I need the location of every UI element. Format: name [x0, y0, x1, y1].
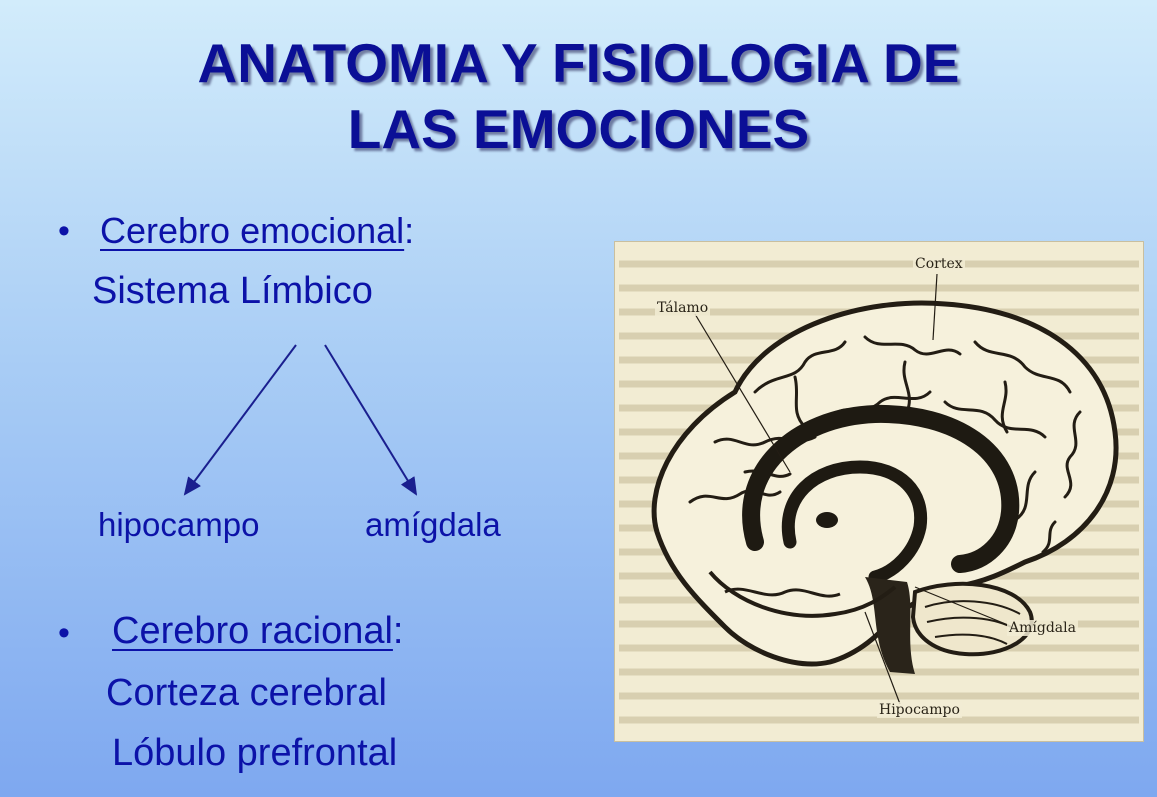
- label-leader-lines: [694, 273, 1014, 705]
- item-lobulo-prefrontal: Lóbulo prefrontal: [112, 732, 398, 774]
- label-hipocampo: Hipocampo: [877, 702, 962, 718]
- emotional-brain-link[interactable]: Cerebro emocional: [100, 210, 405, 251]
- limbic-ring: [742, 404, 1020, 573]
- rational-brain-link[interactable]: Cerebro racional: [112, 610, 393, 652]
- brain-drawing: [619, 260, 1139, 724]
- bullet-1: •: [58, 212, 70, 250]
- rational-brain-heading: Cerebro racional:: [112, 610, 404, 652]
- slide-title: ANATOMIA Y FISIOLOGIA DE LAS EMOCIONES: [0, 30, 1157, 162]
- item-corteza-cerebral: Corteza cerebral: [106, 672, 387, 714]
- brain-illustration: Cortex Tálamo Amígdala Hipocampo: [614, 241, 1144, 742]
- label-talamo: Tálamo: [655, 300, 711, 316]
- emotional-brain-heading: Cerebro emocional:: [100, 210, 415, 251]
- branch-hipocampo: hipocampo: [98, 506, 260, 543]
- temporal-lobe: [708, 570, 897, 618]
- thalamus-dot: [816, 512, 838, 528]
- title-line-2: LAS EMOCIONES: [347, 98, 810, 160]
- temporal-folds: [724, 587, 841, 598]
- branch-amigdala: amígdala: [365, 506, 501, 543]
- inner-ring: [781, 460, 928, 584]
- label-amigdala: Amígdala: [1007, 620, 1078, 636]
- arrow-to-amigdala: [324, 344, 418, 496]
- bullet-2: •: [58, 614, 70, 652]
- arrow-to-hipocampo: [183, 344, 297, 496]
- label-cortex: Cortex: [913, 256, 965, 272]
- title-line-1: ANATOMIA Y FISIOLOGIA DE: [197, 32, 960, 94]
- limbic-system-label: Sistema Límbico: [92, 270, 373, 312]
